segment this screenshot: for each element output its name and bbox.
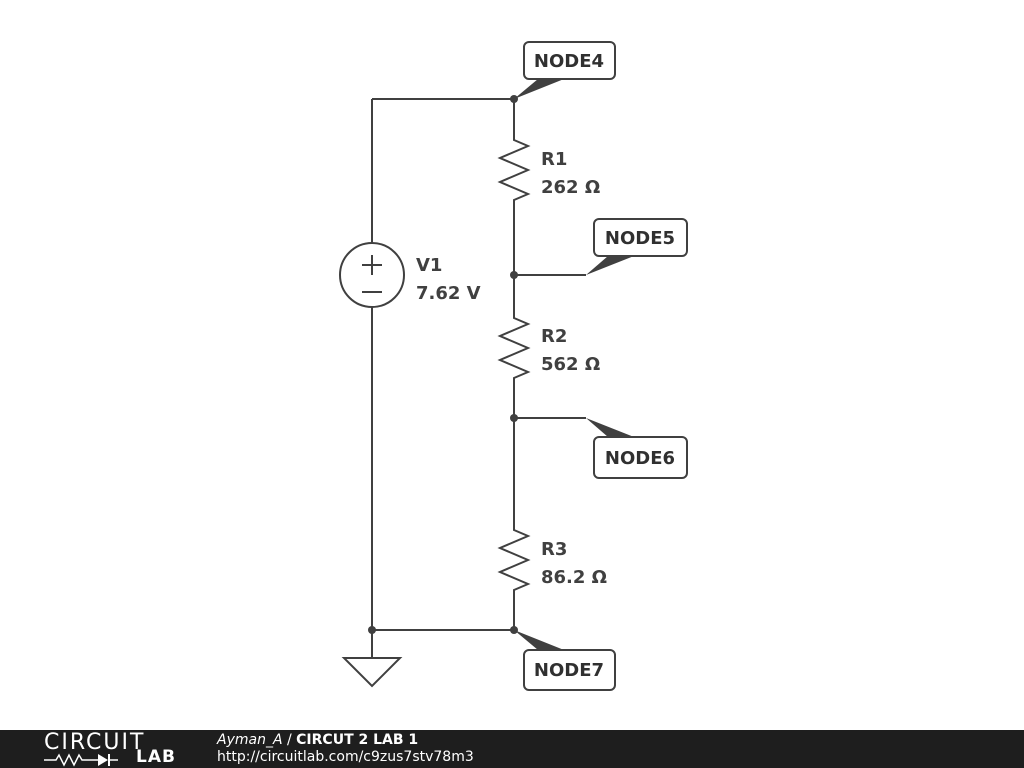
node4-pointer: [514, 79, 564, 99]
circuit-title[interactable]: CIRCUT 2 LAB 1: [296, 732, 419, 748]
node6-label: NODE6: [605, 448, 675, 469]
v1-value: 7.62 V: [416, 283, 481, 304]
junction-dot: [510, 414, 518, 422]
r1-value: 262 Ω: [541, 177, 600, 198]
path-separator: /: [282, 732, 297, 748]
junction-dot: [510, 271, 518, 279]
voltage-source-v1[interactable]: [339, 242, 405, 308]
node7-label: NODE7: [534, 660, 604, 681]
node6-box: [593, 436, 688, 479]
circuit-meta: Ayman_A / CIRCUT 2 LAB 1 http://circuitl…: [217, 732, 474, 766]
node5-label: NODE5: [605, 228, 675, 249]
logo-resistor-diode-icon: [44, 753, 118, 767]
circuitlab-logo[interactable]: CIRCUIT LAB: [44, 730, 176, 767]
circuit-url[interactable]: http://circuitlab.com/c9zus7stv78m3: [217, 749, 474, 765]
junction-dot: [368, 626, 376, 634]
r2-value: 562 Ω: [541, 354, 600, 375]
logo-text-lab: LAB: [136, 747, 176, 767]
wires: [371, 98, 586, 658]
node-tag-node6[interactable]: NODE6: [586, 418, 688, 479]
resistor-r3[interactable]: [497, 520, 531, 598]
v1-name: V1: [416, 255, 442, 276]
node-tag-node4[interactable]: NODE4: [514, 41, 616, 99]
node6-pointer: [586, 418, 634, 437]
node-tag-node7[interactable]: NODE7: [514, 630, 616, 691]
source-circle: [339, 242, 405, 308]
r1-name: R1: [541, 149, 567, 170]
node-tag-node5[interactable]: NODE5: [586, 218, 688, 275]
node4-box: [523, 41, 616, 80]
circuit-schematic: V1 7.62 V R1 262 Ω R2 562 Ω R3 86.2 Ω NO…: [339, 41, 688, 691]
node7-box: [523, 649, 616, 691]
node5-box: [593, 218, 688, 257]
junction-dots: [368, 95, 518, 634]
r2-name: R2: [541, 326, 567, 347]
logo-text-circuit: CIRCUIT: [44, 730, 146, 755]
r3-value: 86.2 Ω: [541, 567, 607, 588]
r3-name: R3: [541, 539, 567, 560]
node7-pointer: [514, 630, 564, 650]
resistor-r2[interactable]: [497, 308, 531, 386]
footer-bar: CIRCUIT LAB Ayman_A / CIRCUT 2 LAB 1 htt…: [0, 730, 1024, 768]
resistor-r1[interactable]: [497, 130, 531, 208]
node5-pointer: [586, 256, 634, 275]
author-name[interactable]: Ayman_A: [217, 732, 283, 748]
ground-icon[interactable]: [341, 657, 403, 688]
node4-label: NODE4: [534, 51, 604, 72]
